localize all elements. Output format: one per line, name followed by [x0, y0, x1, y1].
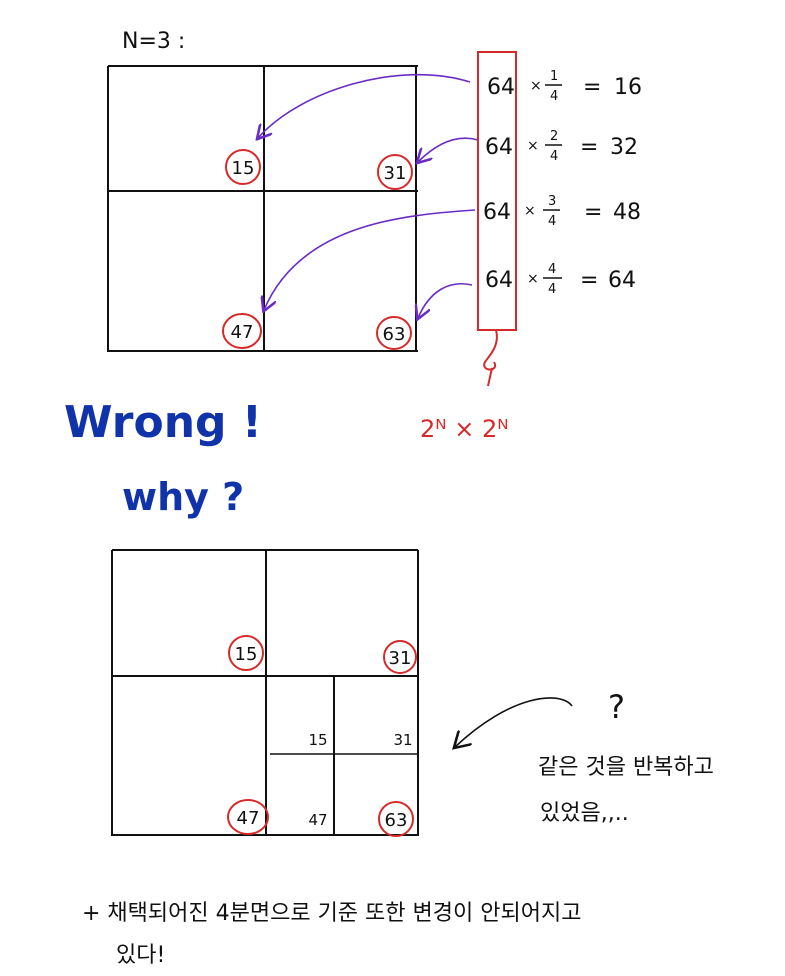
formula-row-3: 64 × 3 4 = 48 — [483, 194, 641, 229]
svg-text:64: 64 — [485, 135, 513, 160]
svg-text:4: 4 — [550, 149, 558, 164]
purple-arrows — [258, 73, 479, 318]
svg-text:×: × — [530, 78, 542, 94]
svg-text:×: × — [524, 203, 536, 219]
svg-text:4: 4 — [548, 282, 556, 297]
bottom-grid-label-31: 31 — [383, 640, 417, 674]
svg-text:64: 64 — [485, 268, 513, 293]
top-grid-label-47: 47 — [222, 313, 262, 349]
repeat-note-line1: 같은 것을 반복하고 — [538, 755, 714, 780]
bottom-grid-label-15: 15 — [228, 635, 264, 671]
svg-text:48: 48 — [613, 200, 641, 225]
formula-note: 2ᴺ × 2ᴺ — [420, 415, 509, 443]
svg-text:31: 31 — [389, 648, 412, 669]
svg-text:1: 1 — [550, 69, 558, 84]
repeat-note-line2: 있었음,,.. — [540, 801, 629, 826]
formula-row-2: 64 × 2 4 = 32 — [485, 129, 638, 164]
svg-text:×: × — [527, 138, 539, 154]
top-grid-label-63: 63 — [376, 316, 412, 350]
svg-text:=: = — [580, 135, 598, 160]
footer-line2: 있다! — [116, 943, 165, 968]
inner-label-31: 31 — [393, 731, 412, 749]
top-grid — [107, 65, 418, 352]
svg-text:4: 4 — [548, 262, 556, 277]
svg-text:15: 15 — [232, 158, 255, 179]
top-grid-label-15: 15 — [225, 149, 261, 185]
svg-text:=: = — [584, 200, 602, 225]
bottom-grid — [111, 549, 419, 836]
inner-label-47: 47 — [308, 811, 327, 829]
note-pointer — [483, 329, 498, 387]
svg-text:4: 4 — [548, 214, 556, 229]
bottom-grid-label-63: 63 — [378, 801, 414, 837]
why-text: why ? — [122, 475, 244, 519]
formula-row-4: 64 × 4 4 = 64 — [485, 262, 636, 297]
svg-text:63: 63 — [385, 810, 408, 831]
repeat-arrow — [455, 697, 573, 747]
svg-text:16: 16 — [614, 75, 642, 100]
svg-text:32: 32 — [610, 135, 638, 160]
svg-text:×: × — [527, 271, 539, 287]
svg-text:64: 64 — [487, 75, 515, 100]
footer-line1: + 채택되어진 4분면으로 기준 또한 변경이 안되어지고 — [82, 901, 581, 926]
wrong-text: Wrong ! — [64, 397, 262, 448]
svg-text:31: 31 — [384, 163, 407, 184]
svg-text:3: 3 — [548, 194, 556, 209]
svg-text:=: = — [583, 75, 601, 100]
svg-text:64: 64 — [483, 200, 511, 225]
bottom-grid-label-47: 47 — [227, 799, 269, 835]
inner-label-15: 15 — [308, 731, 327, 749]
svg-text:64: 64 — [608, 268, 636, 293]
svg-text:4: 4 — [550, 89, 558, 104]
question-mark: ? — [608, 688, 625, 726]
svg-text:47: 47 — [231, 322, 254, 343]
heading-text: N=3 : — [122, 29, 185, 54]
svg-text:=: = — [580, 268, 598, 293]
svg-text:47: 47 — [237, 808, 260, 829]
svg-text:63: 63 — [383, 324, 406, 345]
formula-row-1: 64 × 1 4 = 16 — [487, 69, 642, 104]
svg-text:2: 2 — [550, 129, 558, 144]
top-grid-label-31: 31 — [377, 154, 413, 190]
svg-text:15: 15 — [235, 644, 258, 665]
